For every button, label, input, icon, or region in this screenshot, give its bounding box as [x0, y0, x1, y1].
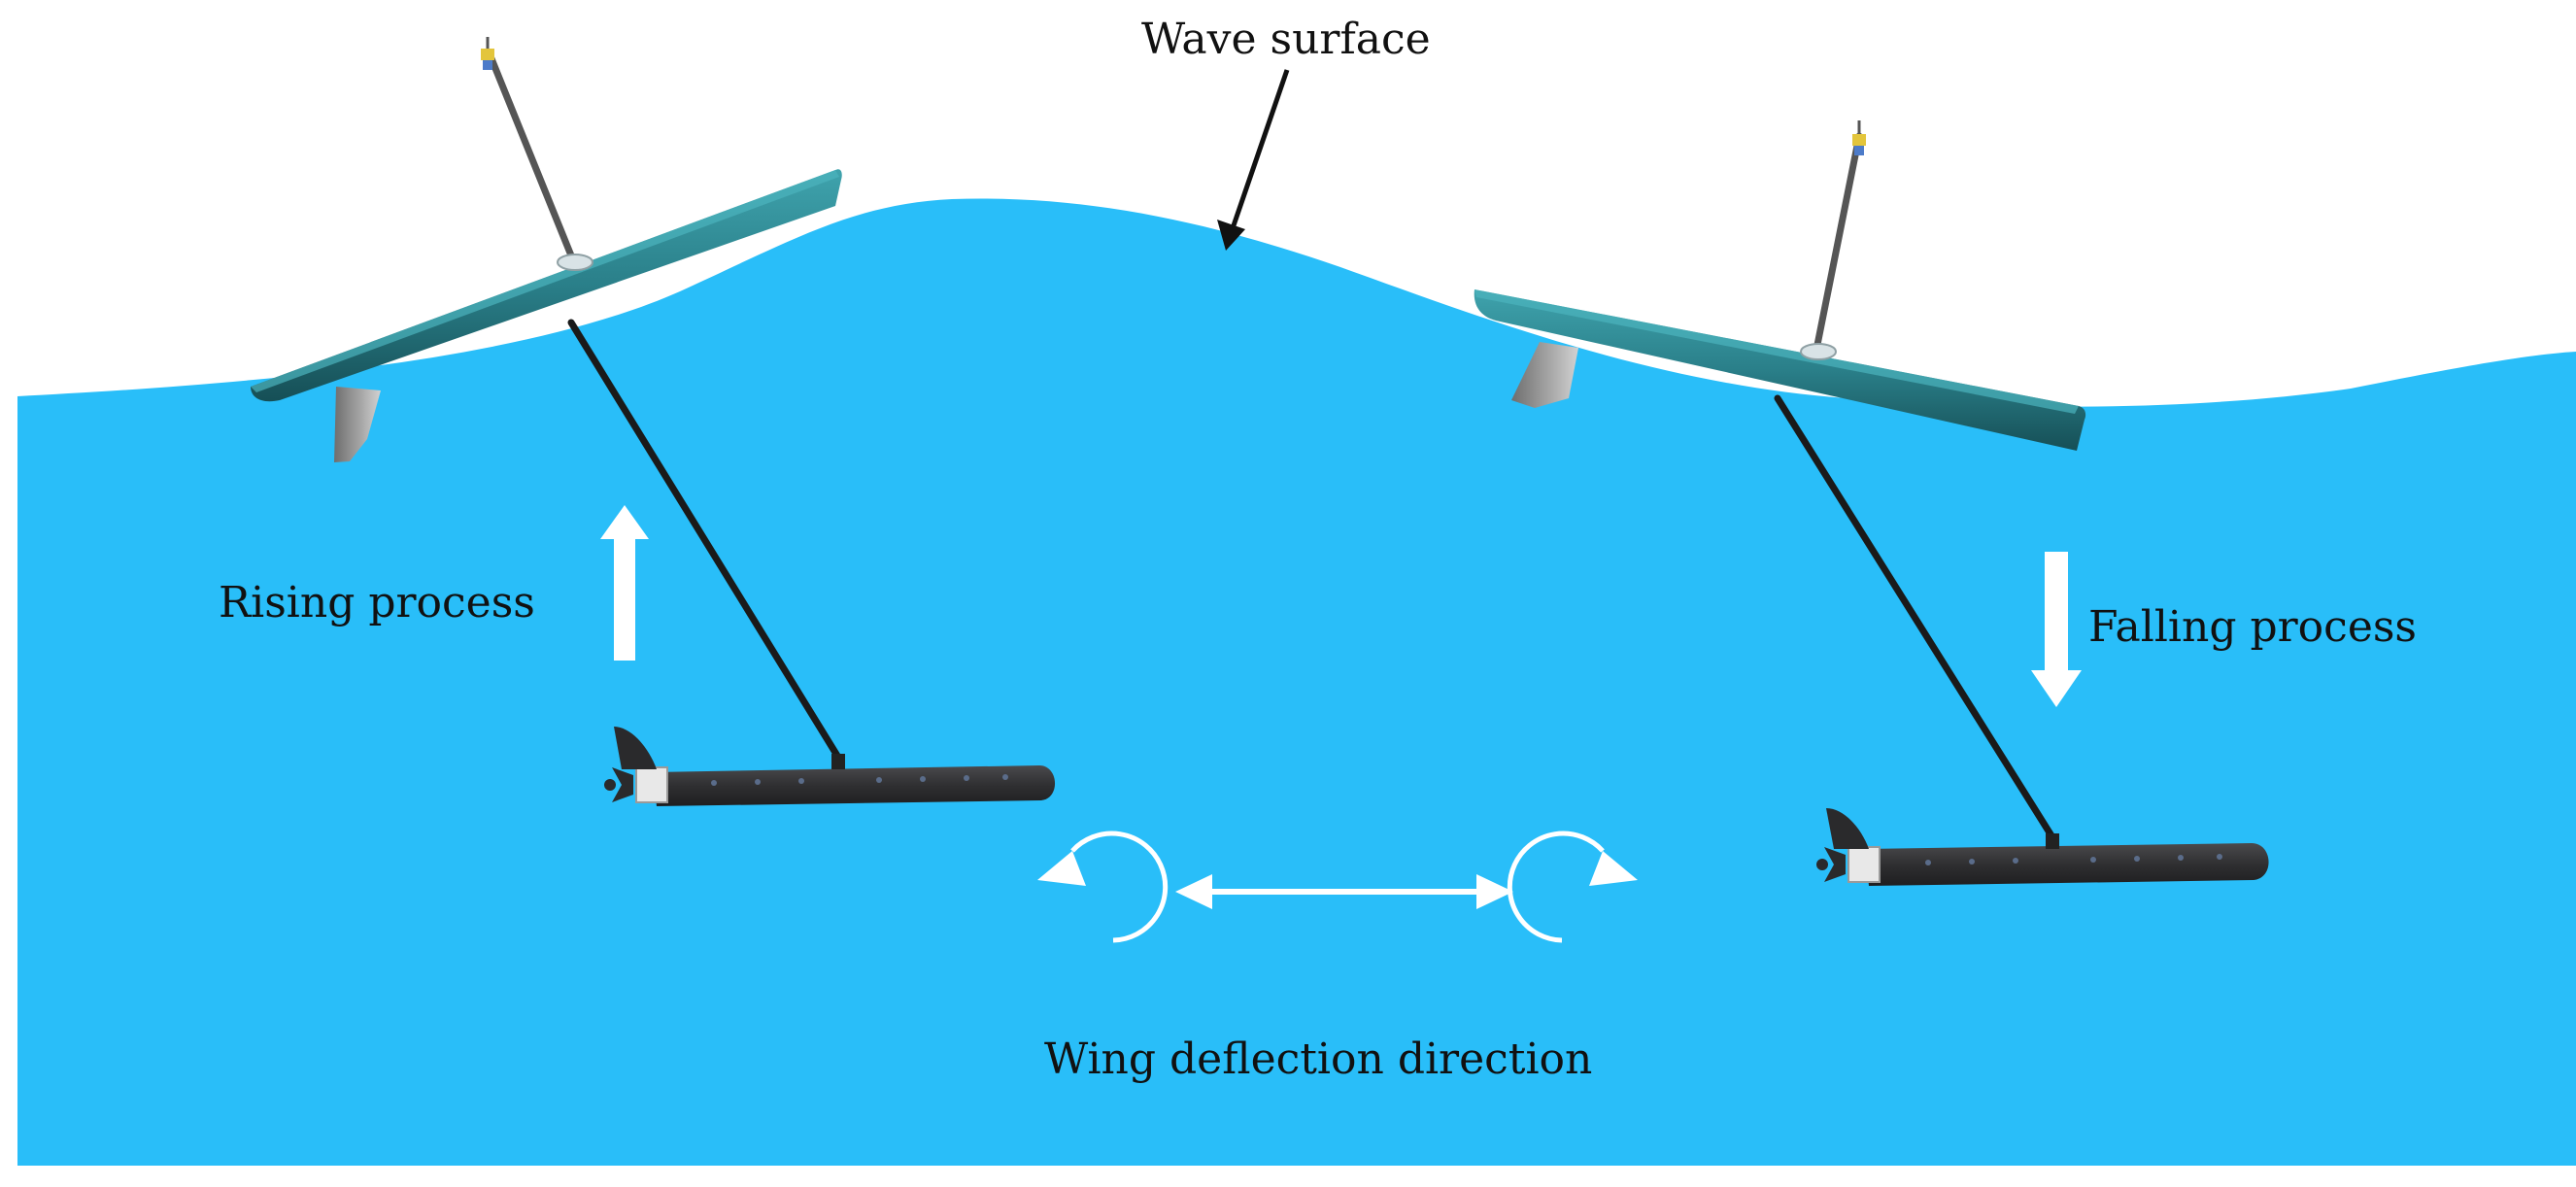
right-antenna	[1813, 132, 1863, 354]
bidirectional-arrow-icon	[1175, 874, 1513, 909]
left-antenna-tip-icon	[481, 37, 494, 70]
falling-arrow-icon	[2031, 552, 2082, 707]
rising-process-label: Rising process	[219, 578, 535, 627]
left-underwater-glider	[604, 727, 1056, 806]
left-fin	[334, 387, 381, 462]
counterclockwise-rotation-icon	[1037, 831, 1169, 943]
right-surface-float	[1474, 289, 2086, 451]
right-fin	[1511, 342, 1578, 408]
wing-deflection-label: Wing deflection direction	[1044, 1034, 1592, 1084]
falling-process-label: Falling process	[2088, 602, 2417, 652]
left-antenna	[487, 52, 577, 264]
water-body	[17, 198, 2576, 1166]
left-surface-float	[251, 169, 842, 402]
wave-surface-pointer	[1229, 69, 1290, 232]
right-glider-dorsal-fin	[1826, 808, 1869, 849]
rising-arrow-icon	[600, 505, 649, 661]
left-tether	[567, 319, 841, 760]
right-tether	[1774, 394, 2056, 841]
wave-surface-label: Wave surface	[1141, 15, 1431, 64]
right-propeller-icon	[1824, 847, 1846, 882]
wave-surface-pointer-head-icon	[1217, 220, 1245, 251]
left-glider-dorsal-fin	[614, 727, 657, 769]
left-propeller-icon	[612, 767, 633, 802]
right-antenna-tip-icon	[1852, 120, 1866, 155]
clockwise-rotation-icon	[1507, 831, 1638, 943]
right-underwater-glider	[1816, 808, 2269, 886]
